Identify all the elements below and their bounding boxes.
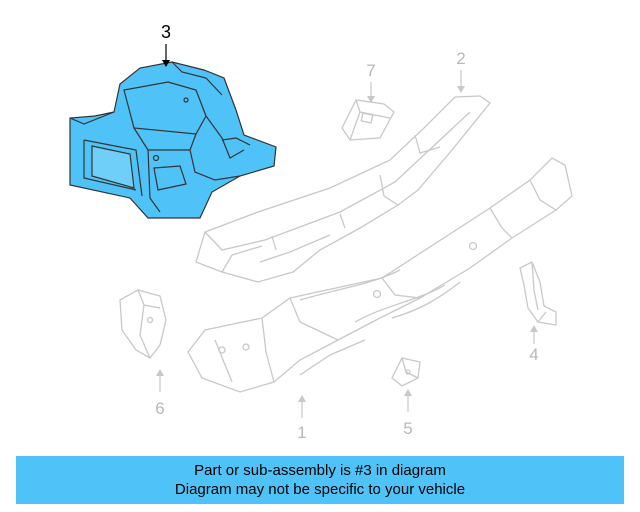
parts-diagram (69, 44, 573, 418)
part-3-highlighted[interactable] (69, 61, 277, 219)
part-5[interactable] (391, 357, 421, 387)
callout-2[interactable]: 2 (456, 49, 466, 68)
callout-4[interactable]: 4 (529, 345, 539, 364)
banner-line-1: Part or sub-assembly is #3 in diagram (194, 462, 446, 479)
callout-6[interactable]: 6 (155, 399, 165, 418)
part-6[interactable] (119, 289, 167, 359)
part-2[interactable] (195, 95, 491, 283)
leader-lines (156, 44, 538, 418)
banner-line-2: Diagram may not be specific to your vehi… (174, 481, 466, 498)
part-7[interactable] (341, 99, 395, 141)
info-banner: Part or sub-assembly is #3 in diagram Di… (16, 456, 624, 504)
callout-3[interactable]: 3 (160, 22, 171, 42)
callout-1[interactable]: 1 (297, 423, 307, 442)
part-4[interactable] (519, 261, 557, 326)
part-1[interactable] (187, 157, 573, 393)
callout-5[interactable]: 5 (403, 419, 413, 438)
callout-7[interactable]: 7 (366, 61, 376, 80)
